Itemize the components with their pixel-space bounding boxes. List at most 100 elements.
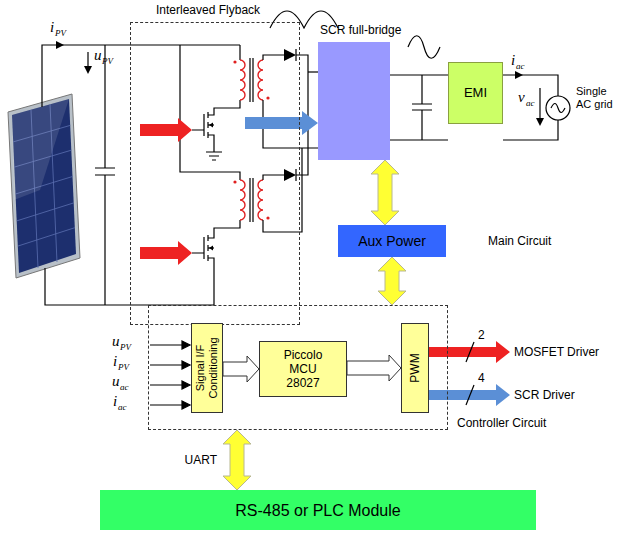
signal-symbol: i (113, 354, 117, 369)
data-flow-arrow (223, 356, 259, 382)
flyback-primary-wiring (208, 258, 214, 305)
transformer-windings (240, 60, 245, 100)
flyback-secondary-wiring (263, 55, 284, 60)
measure-arrowheads (84, 66, 92, 74)
ac-output-wiring (503, 75, 558, 140)
flyback-primary-wiring (239, 45, 240, 60)
controller-input-arrows (182, 341, 190, 349)
node-label: Signal I/F Conditioning (194, 325, 220, 411)
waveform-symbols (408, 36, 440, 59)
emi-filter-box: EMI (448, 62, 503, 124)
dc-input-wiring (42, 45, 240, 305)
solar-panel (8, 94, 80, 278)
transformer-windings (258, 60, 263, 100)
dashed-group-box: Controller CircuitSignal I/F Conditionin… (148, 305, 448, 430)
diode-symbols (284, 49, 296, 61)
winding-dots (266, 96, 269, 99)
flyback-primary-wiring (207, 235, 208, 261)
gate-drive-arrows (140, 118, 192, 265)
transformer-windings (240, 180, 245, 220)
solar-panel (8, 94, 80, 278)
aux-power-box: Aux Power (338, 225, 446, 257)
solar-panel (12, 99, 69, 200)
controller-input-arrows (150, 341, 190, 409)
signal-subscript: ac (516, 62, 525, 71)
signal-symbol: i (511, 53, 515, 68)
measure-arrowheads (515, 71, 523, 79)
driver-output-arrows (466, 342, 474, 362)
ac-output-wiring (539, 88, 540, 120)
controller-input-arrows (150, 384, 184, 385)
signal-symbol: i (113, 394, 117, 409)
communication-module-band: RS-485 or PLC Module (100, 490, 536, 530)
group-heading: Interleaved Flyback (156, 3, 260, 17)
signal-symbol: v (518, 90, 525, 105)
data-flow-arrow (347, 355, 401, 381)
dc-input-wiring (42, 45, 240, 107)
grid-label: Single AC grid (576, 85, 618, 111)
signal-subscript: ac (526, 99, 535, 108)
winding-dots (233, 180, 236, 183)
controller-input-arrows (150, 404, 184, 405)
signal-symbol: u (94, 48, 102, 63)
measure-arrowheads (536, 118, 544, 126)
solar-panel (12, 99, 76, 273)
driver-output-arrows (428, 341, 510, 406)
ac-output-wiring (390, 75, 448, 140)
controller-input-arrows (182, 401, 190, 409)
gate-drive-arrows (140, 241, 192, 265)
dashed-group-box: Interleaved Flyback (130, 22, 300, 325)
mosfet-body-arrows (209, 123, 213, 128)
ac-output-wiring (551, 104, 565, 113)
diode-symbols (284, 169, 296, 181)
controller-input-arrows (182, 361, 190, 369)
dc-input-wiring (95, 45, 115, 305)
flyback-primary-wiring (207, 112, 208, 138)
flyback-secondary-wiring (263, 148, 302, 232)
annotation-label: SCR Driver (514, 388, 575, 402)
mcu-box: Piccolo MCU 28027 (259, 341, 347, 397)
measure-arrowheads (56, 41, 92, 74)
measure-arrowheads (515, 71, 544, 126)
edge-label: UART (185, 453, 217, 467)
flyback-primary-wiring (206, 152, 222, 160)
bus-arrow (223, 430, 251, 490)
node-label: Piccolo MCU 28027 (276, 348, 331, 390)
bus-arrow (378, 257, 406, 305)
panel-cell-grid (18, 228, 75, 246)
signal-subscript: ac (118, 403, 127, 412)
flyback-primary-wiring (192, 114, 204, 136)
flyback-secondary-wiring (308, 71, 318, 72)
node-label: Aux Power (358, 233, 426, 250)
winding-dots (233, 60, 236, 63)
annotation-label: 2 (478, 328, 485, 342)
flyback-secondary-wiring (263, 49, 318, 232)
annotation-label: Main Circuit (488, 234, 551, 248)
signal-subscript: ac (120, 383, 129, 392)
group-heading: SCR full-bridge (320, 23, 401, 37)
bus-arrow (371, 160, 399, 225)
group-heading: Controller Circuit (457, 416, 546, 430)
transformer-windings (258, 180, 263, 220)
node-label: PWM (408, 325, 422, 411)
signal-conditioning-box: Signal I/F Conditioning (191, 323, 223, 413)
node-label: RS-485 or PLC Module (235, 501, 400, 520)
driver-output-arrows (428, 384, 510, 406)
scr-drive-arrow (245, 111, 318, 135)
flyback-primary-wiring (180, 45, 253, 305)
flyback-primary-wiring (208, 220, 240, 238)
signal-symbol: i (50, 20, 54, 35)
scr-bridge-box: SCR full-bridge (318, 42, 390, 160)
pwm-box: PWM (401, 323, 429, 413)
controller-input-arrows (150, 344, 184, 345)
scr-drive-arrow (245, 111, 318, 135)
signal-subscript: PV (102, 57, 113, 66)
flyback-primary-wiring (208, 135, 214, 152)
driver-output-arrows (428, 341, 510, 363)
signal-subscript: PV (120, 343, 131, 352)
signal-symbol: u (112, 334, 120, 349)
flyback-primary-wiring (180, 45, 240, 180)
